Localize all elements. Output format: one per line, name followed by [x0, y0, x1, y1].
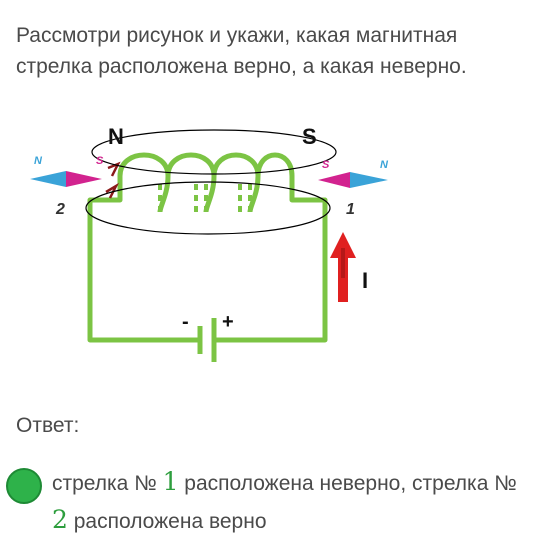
selected-radio-indicator[interactable] — [6, 468, 42, 504]
circuit-wire — [87, 176, 328, 343]
current-label: I — [362, 268, 368, 293]
pole-south-label: S — [302, 124, 317, 149]
answer-number-1: 1 — [162, 467, 179, 496]
question-text: Рассмотри рисунок и укажи, какая магнитн… — [16, 20, 516, 82]
coil-end-marks — [105, 161, 121, 199]
answer-part-1: стрелка № — [52, 472, 163, 495]
field-ellipse-top — [91, 129, 337, 175]
answer-number-2: 2 — [52, 505, 68, 534]
needle-left-n-label: N — [34, 155, 43, 167]
question-line-1: Рассмотри рисунок и укажи, какая магнитн… — [16, 24, 458, 47]
needle-right-number: 1 — [346, 201, 355, 218]
needle-left-number: 2 — [55, 201, 65, 218]
question-line-2: стрелка расположена верно, а какая невер… — [16, 55, 467, 78]
needle-left-s-label: S — [96, 155, 104, 167]
needle-right-n-label: N — [380, 159, 389, 171]
battery-plus-label: + — [222, 311, 234, 333]
needle-right-s-label: S — [322, 159, 330, 171]
answer-part-3: расположена верно — [67, 510, 267, 533]
field-ellipse-bottom — [85, 181, 331, 235]
electromagnet-figure: - + N S N S 2 S N 1 I — [0, 108, 420, 370]
answer-text: стрелка № 1 расположена неверно, стрелка… — [52, 464, 522, 540]
current-arrow-icon — [330, 232, 356, 302]
answer-option[interactable]: стрелка № 1 расположена неверно, стрелка… — [6, 464, 526, 534]
battery-icon — [197, 318, 217, 362]
answer-part-2: расположена неверно, стрелка № — [178, 472, 517, 495]
compass-needle-icon — [318, 172, 388, 188]
compass-needle-icon — [30, 171, 102, 187]
battery-minus-label: - — [182, 311, 189, 333]
coil-icon — [117, 152, 295, 213]
pole-north-label: N — [108, 124, 124, 149]
answer-label: Ответ: — [16, 414, 80, 437]
